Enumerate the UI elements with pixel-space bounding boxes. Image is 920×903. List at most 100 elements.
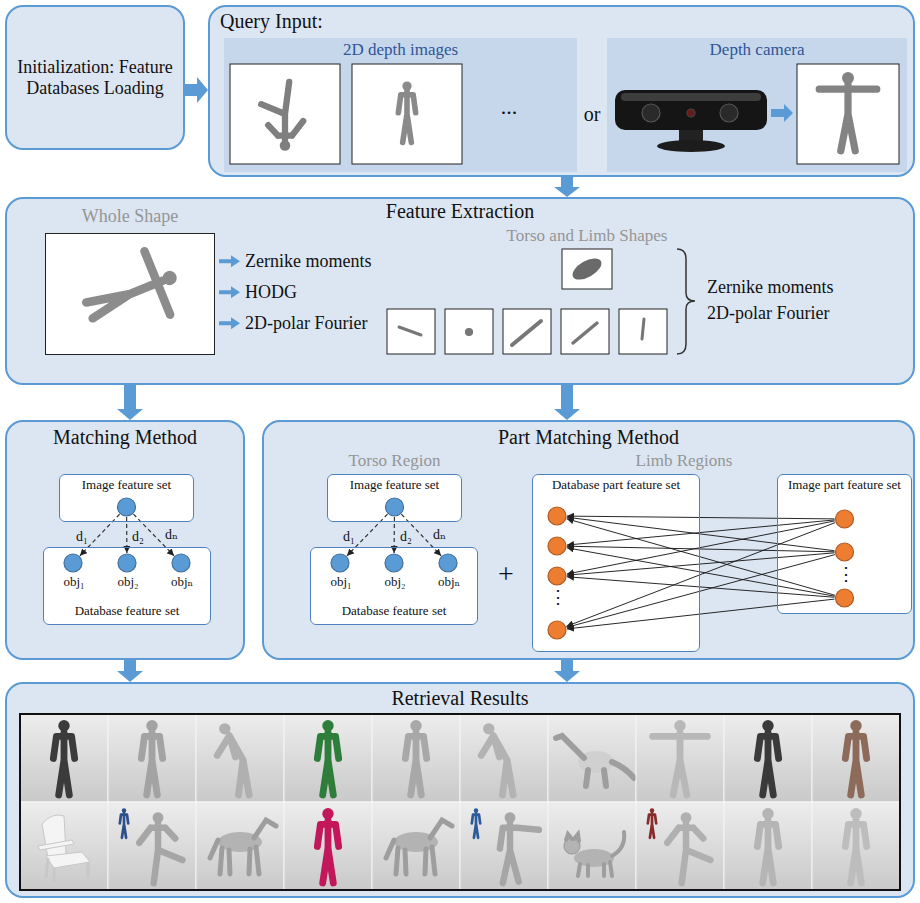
figure bbox=[120, 808, 128, 838]
illustration bbox=[46, 234, 214, 354]
feature-name: 2D-polar Fourier bbox=[707, 303, 907, 324]
result-cell bbox=[196, 714, 284, 802]
object-dot bbox=[64, 554, 82, 572]
cell-ground bbox=[636, 802, 724, 890]
result-cell bbox=[636, 802, 724, 890]
text-slot: Query Input: bbox=[220, 10, 903, 33]
image-frame bbox=[562, 249, 612, 289]
figure-body bbox=[667, 823, 710, 883]
figure bbox=[845, 808, 866, 883]
feature-name: Zernike moments bbox=[707, 277, 907, 298]
feature-name: 2D-polar Fourier bbox=[245, 313, 425, 334]
figure-head bbox=[322, 808, 333, 819]
image-frame bbox=[445, 309, 493, 354]
figure-head bbox=[153, 812, 164, 823]
label-slot: or bbox=[577, 103, 607, 126]
cell-ground bbox=[20, 714, 108, 802]
text-slot: Feature Extraction bbox=[7, 200, 913, 223]
image-frame bbox=[230, 64, 340, 164]
figure-body bbox=[757, 732, 778, 795]
part-dot bbox=[836, 543, 854, 561]
part-dot bbox=[836, 510, 854, 528]
image-frame bbox=[387, 309, 435, 354]
figure-body bbox=[845, 732, 866, 795]
label-slot: + bbox=[484, 558, 528, 590]
label-slot: ⋮ bbox=[548, 587, 568, 608]
label-slot: objₙ bbox=[429, 575, 469, 590]
figure bbox=[481, 723, 513, 795]
limb-shape bbox=[573, 323, 597, 343]
figure-body bbox=[141, 732, 162, 795]
result-cell bbox=[196, 802, 284, 890]
figure-body bbox=[217, 736, 249, 795]
match-line bbox=[567, 521, 835, 574]
label-slot: 2D-polar Fourier bbox=[707, 303, 907, 324]
cell-ground bbox=[724, 714, 812, 802]
part-dot bbox=[548, 537, 566, 555]
object-dot bbox=[385, 554, 403, 572]
box-fill bbox=[59, 474, 194, 522]
text-slot: Whole Shape bbox=[16, 206, 244, 227]
connector-word: or bbox=[577, 103, 607, 126]
figure-body bbox=[405, 732, 426, 795]
result-cell bbox=[108, 802, 196, 890]
figure-body bbox=[653, 732, 708, 795]
camera-top bbox=[621, 93, 761, 101]
figure-head bbox=[850, 720, 861, 731]
feature-arrow bbox=[219, 255, 240, 267]
figure-body bbox=[648, 813, 656, 838]
region-label: Torso Region bbox=[327, 451, 462, 471]
cell-ground bbox=[548, 802, 636, 890]
label-slot: objₙ bbox=[162, 575, 202, 590]
figure-head bbox=[219, 723, 230, 734]
label-slot: Torso and Limb Shapes bbox=[487, 226, 687, 246]
label-slot: obj₂ bbox=[108, 575, 148, 590]
figure-body bbox=[317, 732, 338, 795]
match-line bbox=[567, 599, 835, 629]
label-slot: d₂ bbox=[131, 527, 151, 545]
result-cell bbox=[372, 802, 460, 890]
camera-base bbox=[657, 140, 725, 152]
figure bbox=[819, 72, 877, 151]
label-slot: Zernike moments bbox=[707, 277, 907, 298]
match-line bbox=[567, 555, 835, 628]
chair-legs bbox=[46, 858, 88, 882]
figure bbox=[845, 720, 866, 795]
flow-arrow-small bbox=[771, 104, 793, 122]
box-title: Database feature set bbox=[44, 604, 210, 619]
box-title: Depth camera bbox=[607, 40, 907, 60]
figure-body bbox=[500, 823, 539, 883]
database-box: Database feature setobj₁obj₂objₙ bbox=[310, 547, 478, 625]
cell-ground bbox=[812, 714, 900, 802]
label-slot: d₁ bbox=[336, 527, 356, 545]
feature-dot bbox=[386, 498, 404, 516]
results-grid-border bbox=[20, 714, 900, 890]
shape-frame: Whole Shape bbox=[45, 233, 215, 355]
cell-ground bbox=[548, 714, 636, 802]
feature-set-box: Image feature set bbox=[327, 474, 462, 522]
figure-head bbox=[762, 808, 773, 819]
figure-body bbox=[139, 823, 182, 883]
cell-ground bbox=[460, 802, 548, 890]
figure bbox=[667, 812, 710, 883]
figure bbox=[398, 81, 415, 142]
match-line bbox=[567, 519, 835, 596]
image-frame bbox=[352, 64, 462, 164]
label-slot: dₙ bbox=[432, 525, 452, 543]
distance-label: d₂ bbox=[131, 529, 145, 545]
result-cell bbox=[20, 714, 108, 802]
cell-ground bbox=[284, 802, 372, 890]
text-slot: Retrieval Results bbox=[7, 687, 913, 710]
init-box: Initialization: Feature Databases Loadin… bbox=[5, 5, 185, 150]
box-title: Image feature set bbox=[60, 478, 193, 493]
figure-body bbox=[261, 82, 303, 140]
cell-ground bbox=[20, 802, 108, 890]
box-title: Image feature set bbox=[328, 478, 461, 493]
figure-body bbox=[481, 736, 513, 795]
text-slot: Image feature set bbox=[60, 478, 193, 493]
label-slot: d₁ bbox=[69, 527, 89, 545]
object-dot bbox=[172, 554, 190, 572]
label-slot: Zernike moments bbox=[245, 251, 425, 272]
flow-arrow bbox=[185, 77, 208, 103]
figure-body bbox=[757, 820, 778, 883]
